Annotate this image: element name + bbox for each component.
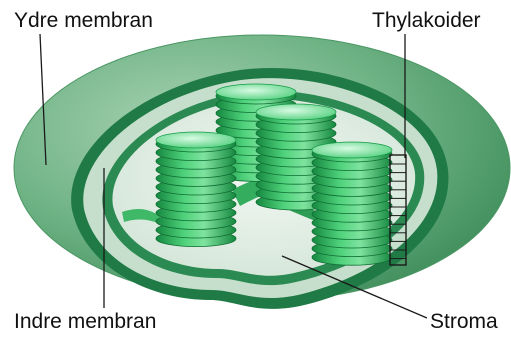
label-thylakoids: Thylakoider <box>372 10 481 31</box>
granum-stack-left <box>156 132 236 247</box>
label-outer-membrane: Ydre membran <box>14 10 153 31</box>
label-stroma: Stroma <box>430 311 498 332</box>
granum-stack-front <box>312 142 392 265</box>
granum-top-disc <box>256 104 336 120</box>
granum-top-disc <box>312 142 392 158</box>
granum-top-disc <box>216 84 296 100</box>
granum-top-disc <box>156 132 236 148</box>
label-inner-membrane: Indre membran <box>14 311 156 332</box>
